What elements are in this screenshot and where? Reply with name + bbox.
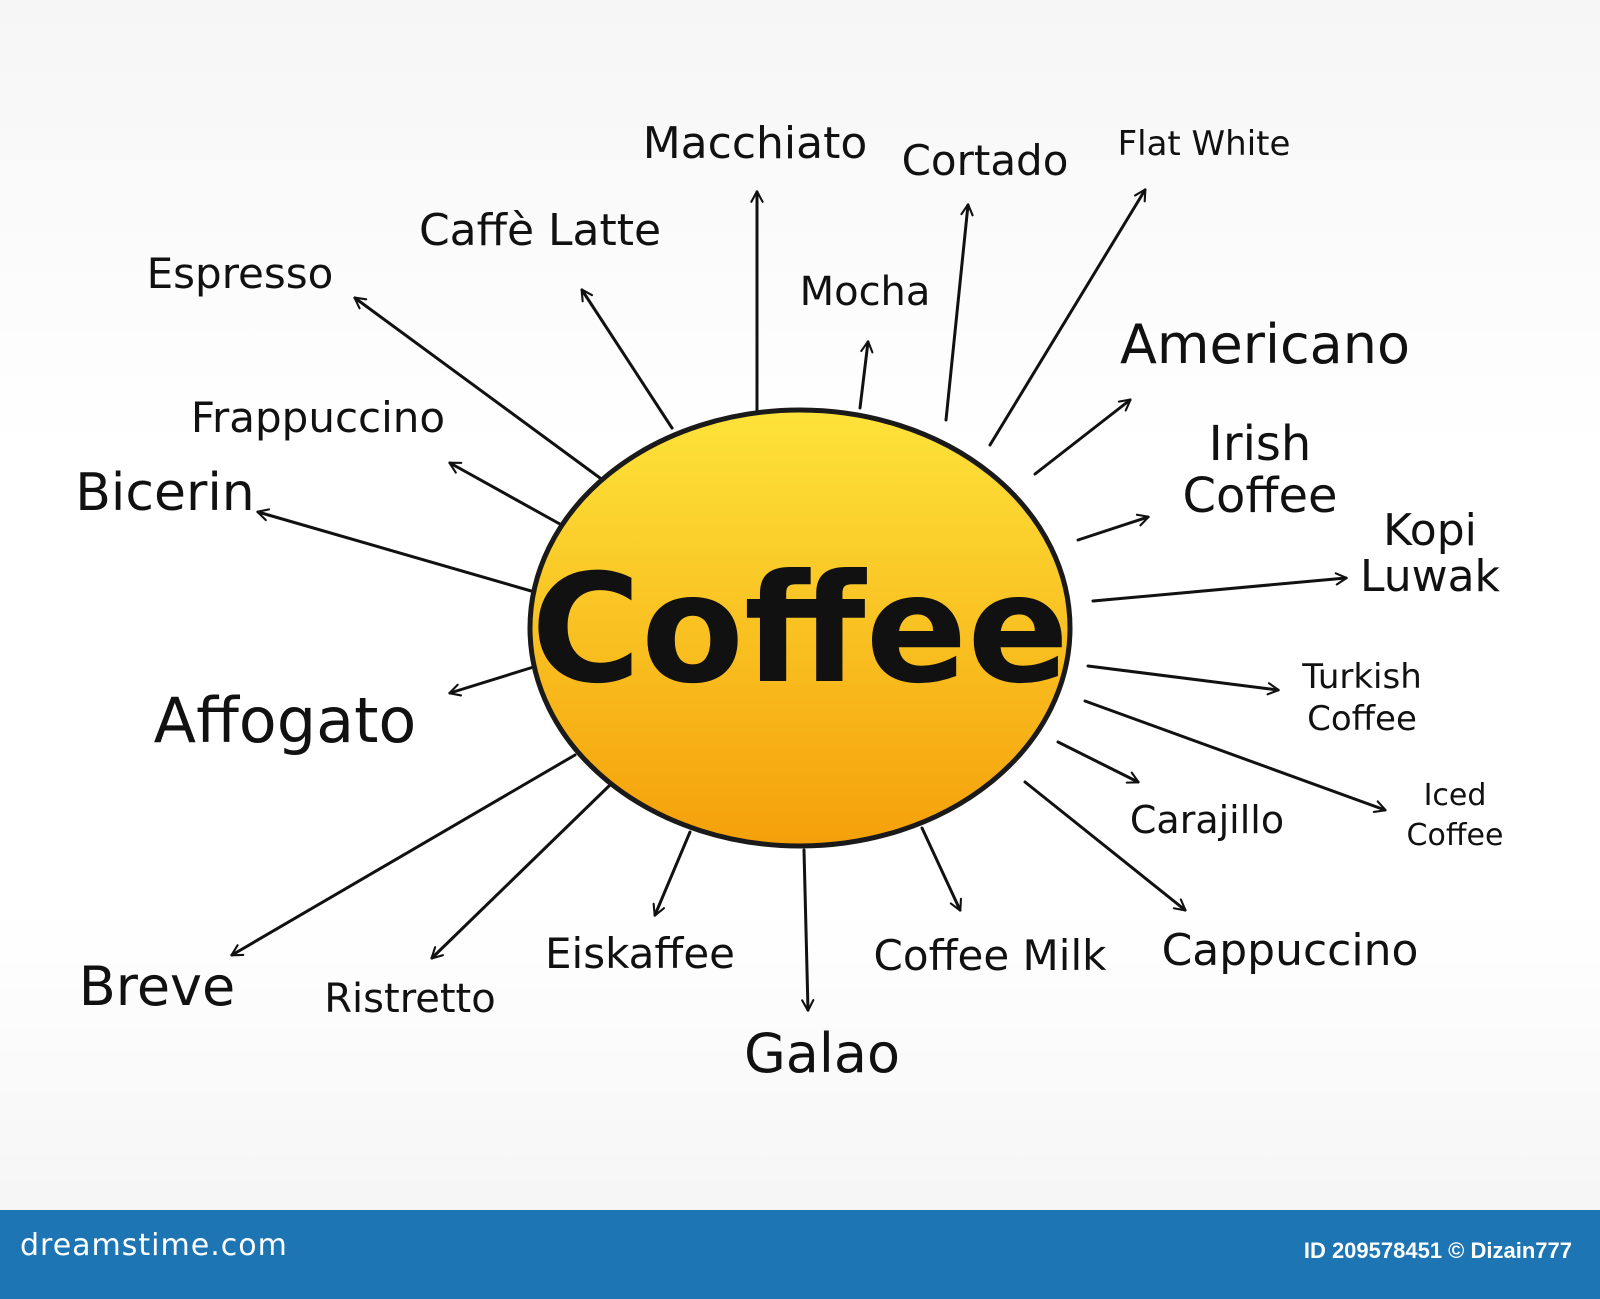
node-turkish-coffee-line: Turkish (1301, 657, 1422, 697)
arrow-espresso (353, 296, 602, 480)
node-kopi-luwak-line: Kopi (1383, 505, 1477, 556)
arrow-irish-coffee (1076, 513, 1150, 542)
node-turkish-coffee-line: Coffee (1307, 699, 1417, 739)
node-frappuccino: Frappuccino (191, 393, 445, 442)
arrow-ristretto (430, 783, 612, 960)
arrow-turkish-coffee (1086, 664, 1280, 696)
node-caffe-latte: Caffè Latte (419, 205, 661, 256)
node-ristretto: Ristretto (324, 976, 495, 1022)
node-eiskaffee: Eiskaffee (545, 929, 735, 978)
arrow-caffe-latte (580, 288, 674, 430)
arrow-flat-white (988, 188, 1147, 447)
arrow-iced-coffee (1083, 699, 1387, 813)
node-breve: Breve (79, 955, 235, 1018)
center-label: Coffee (531, 543, 1069, 717)
arrow-frappuccino (448, 461, 569, 530)
node-americano: Americano (1120, 313, 1410, 376)
node-bicerin: Bicerin (75, 463, 255, 523)
arrow-mocha (858, 340, 874, 410)
arrow-coffee-milk (920, 826, 963, 912)
arrow-americano (1033, 398, 1132, 476)
node-cortado: Cortado (902, 136, 1069, 185)
arrow-eiskaffee (652, 830, 692, 917)
node-galao: Galao (744, 1022, 900, 1085)
node-carajillo: Carajillo (1130, 798, 1284, 842)
arrow-affogato (448, 663, 542, 697)
arrow-kopi-luwak (1091, 572, 1348, 603)
connector-arrows (230, 188, 1387, 1012)
node-coffee-milk: Coffee Milk (874, 931, 1108, 980)
node-flat-white: Flat White (1118, 124, 1291, 164)
node-irish-coffee-line: Irish (1209, 416, 1312, 472)
node-kopi-luwak-line: Luwak (1360, 551, 1501, 602)
node-espresso: Espresso (147, 249, 334, 298)
node-mocha: Mocha (800, 269, 931, 315)
node-affogato: Affogato (154, 684, 417, 757)
arrow-galao (801, 848, 815, 1012)
node-iced-coffee-line: Coffee (1407, 818, 1504, 853)
arrow-cappuccino (1023, 780, 1187, 912)
arrow-cortado (944, 203, 974, 422)
arrow-bicerin (256, 508, 547, 597)
node-cappuccino: Cappuccino (1162, 925, 1419, 976)
brand-logo[interactable]: dreamstime.com (20, 1228, 288, 1263)
node-irish-coffee-line: Coffee (1182, 468, 1337, 524)
arrow-carajillo (1056, 740, 1140, 784)
center-bubble (527, 407, 1073, 849)
node-iced-coffee-line: Iced (1424, 778, 1487, 813)
image-credit: ID 209578451 © Dizain777 (1303, 1238, 1572, 1263)
arrow-breve (230, 753, 577, 957)
footer-bar: dreamstime.com ID 209578451 © Dizain777 (0, 1210, 1600, 1299)
node-macchiato: Macchiato (643, 118, 868, 169)
